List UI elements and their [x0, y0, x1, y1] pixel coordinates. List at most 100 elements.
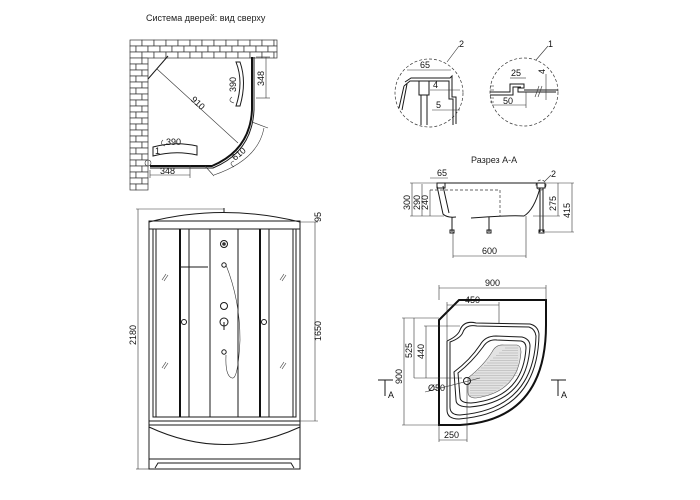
brick [135, 99, 149, 107]
profile-block [418, 80, 430, 96]
brick [135, 75, 149, 83]
glass-reflection-marks [161, 273, 287, 370]
right-door-handle [261, 319, 267, 325]
tray-base [148, 420, 301, 470]
brick [195, 45, 209, 53]
dim-width: 600 [482, 246, 497, 256]
dim-depth: 900 [394, 369, 404, 384]
brick [129, 165, 143, 173]
break-mark [537, 85, 543, 98]
brick-wall [129, 39, 278, 191]
tray-outline [438, 299, 547, 426]
brick [129, 87, 137, 95]
tray-contour-4 [457, 339, 527, 404]
dim-drain-offset: 250 [444, 430, 459, 440]
overhead-shower-center [222, 242, 226, 246]
tray-feet [154, 462, 295, 469]
detail-2-dim-a: 4 [433, 80, 438, 90]
brick [129, 183, 137, 191]
hand-shower-holder [221, 262, 227, 268]
roof-frame [148, 220, 301, 230]
brick [141, 105, 149, 113]
foot [486, 229, 492, 234]
brick [141, 93, 149, 101]
brick [129, 153, 143, 161]
detail-2-circle [394, 58, 464, 128]
brick [177, 51, 191, 59]
section-marker: 2 [551, 169, 556, 179]
brick [135, 171, 149, 179]
brick [141, 141, 149, 149]
curved-door-track-outer [150, 57, 255, 169]
brick [189, 51, 203, 59]
brick [129, 177, 143, 185]
brick [141, 153, 149, 161]
brick [129, 57, 143, 65]
brick [267, 45, 278, 53]
dim-h290: 290 [412, 195, 422, 210]
pivot-circle [144, 159, 152, 167]
drain-icon [463, 377, 471, 385]
rail-top [490, 83, 556, 93]
brick [147, 45, 161, 53]
brick [141, 39, 155, 47]
tub-left-wall-inner [442, 185, 450, 214]
dim-h415: 415 [562, 203, 572, 218]
brick [171, 45, 185, 53]
brick [213, 39, 227, 47]
brick [135, 111, 149, 119]
brick [129, 135, 137, 143]
detail-2-label: 2 [459, 39, 464, 49]
arc-dimension-line [213, 127, 265, 176]
brick [207, 45, 221, 53]
section-title: Разрез А-А [471, 155, 517, 165]
brick [231, 45, 245, 53]
tray-plan: Ø50 900 450 900 525 440 250 A A [378, 278, 567, 442]
brick [129, 45, 137, 53]
profile-wall [398, 85, 405, 109]
dim-h275: 275 [548, 196, 558, 211]
brick [153, 51, 167, 59]
brick [159, 45, 173, 53]
brick [135, 63, 149, 71]
brick [129, 159, 137, 167]
break-mark [534, 85, 540, 98]
brick [129, 39, 143, 47]
detail-2-dim-b: 5 [436, 100, 441, 110]
dim-drain: Ø50 [428, 383, 445, 393]
brick [129, 105, 143, 113]
hose-outlet [221, 349, 227, 355]
section-mark-left: A [388, 390, 394, 400]
dim-diagonal: 910 [189, 94, 207, 111]
brick [129, 81, 143, 89]
brick [135, 135, 149, 143]
brick [165, 39, 179, 47]
brick [141, 129, 149, 137]
brick [249, 39, 263, 47]
diagonal-dimension-line [156, 68, 239, 144]
brick [213, 51, 227, 59]
brick [135, 87, 149, 95]
brick [141, 51, 155, 59]
dim-ext-line [251, 121, 269, 129]
brick [129, 63, 137, 71]
detail-1-dim-thickness: 4 [537, 69, 547, 74]
brick [129, 111, 137, 119]
cabin-frame [148, 220, 301, 422]
brick [183, 45, 197, 53]
brick [189, 39, 203, 47]
dim-h240: 240 [420, 195, 430, 210]
brick [129, 75, 137, 83]
detail-2-dim-width: 65 [420, 60, 430, 70]
brick [135, 183, 149, 191]
brick [129, 141, 143, 149]
section-aa: Разрез А-А 2 65 300 290 240 [402, 155, 574, 258]
profile-outer [404, 74, 457, 124]
overhead-shower-icon [220, 240, 228, 248]
dim-door-right-offset: 348 [256, 71, 266, 86]
brick [129, 147, 137, 155]
detail-2-marker-circle [535, 179, 547, 191]
detail-1-label: 1 [548, 39, 553, 49]
brick [129, 93, 143, 101]
corner-chamfer [147, 55, 169, 80]
